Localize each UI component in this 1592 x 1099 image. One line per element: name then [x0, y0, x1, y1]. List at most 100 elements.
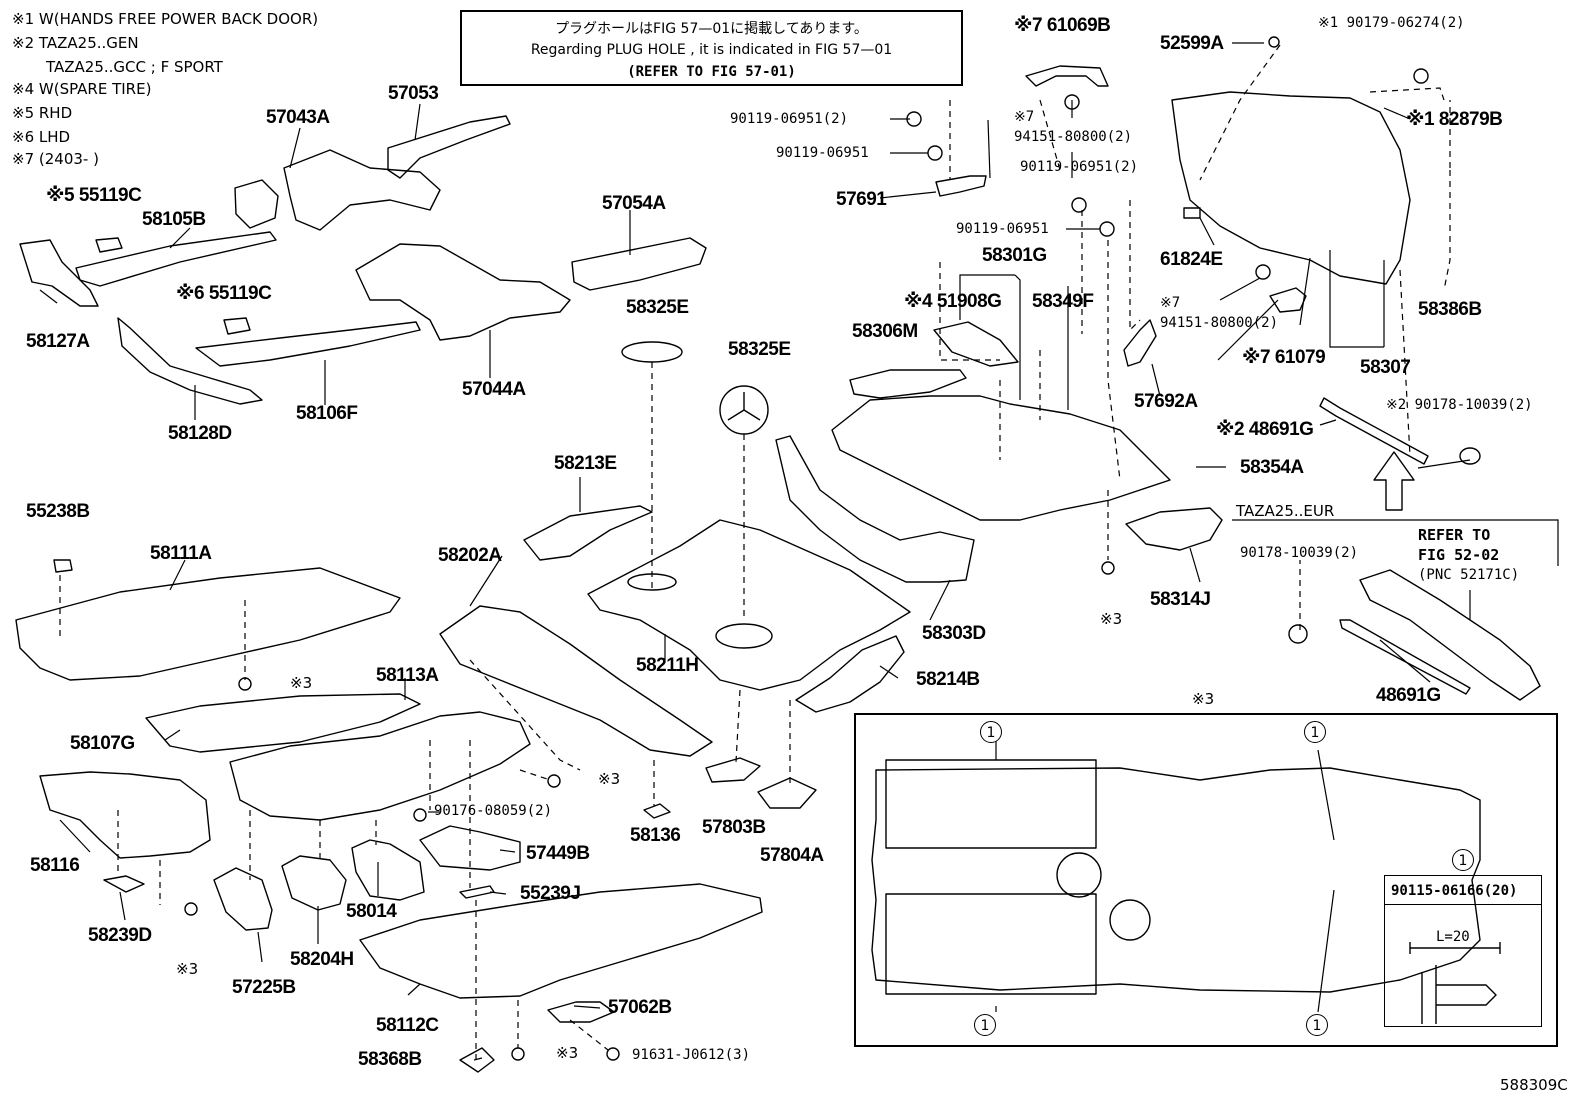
label-58368B[interactable]: 58368B [358, 1049, 422, 1070]
plug-hole-reference-box: プラグホールはFIG 57—01に掲載してあります。 Regarding PLU… [460, 10, 963, 86]
label-48691G-b[interactable]: 48691G [1376, 685, 1441, 706]
label-58325E-b[interactable]: 58325E [728, 339, 791, 360]
label-57225B[interactable]: 57225B [232, 977, 296, 998]
part-57043A-shape [283, 149, 441, 231]
label-58301G[interactable]: 58301G [982, 245, 1047, 266]
label-90176[interactable]: 90176-08059(2) [434, 803, 553, 819]
label-58211H[interactable]: 58211H [636, 655, 699, 676]
label-57062B[interactable]: 57062B [608, 997, 672, 1018]
label-90119-d[interactable]: 90119-06951 [956, 221, 1049, 237]
screws [184, 36, 1429, 1061]
label-90119-b[interactable]: 90119-06951 [776, 145, 869, 161]
label-82879B[interactable]: ※1 82879B [1406, 109, 1503, 130]
label-55119C-lhd[interactable]: ※6 55119C [176, 283, 272, 304]
part-58105B-shape [75, 231, 277, 287]
label-58349F[interactable]: 58349F [1032, 291, 1094, 312]
label-58325E-a[interactable]: 58325E [626, 297, 689, 318]
label-58106F[interactable]: 58106F [296, 403, 358, 424]
mark-3-e: ※3 [556, 1044, 579, 1062]
label-clip-part[interactable]: 90115-06166(20) [1391, 883, 1518, 899]
label-90179[interactable]: ※1 90179-06274(2) [1318, 15, 1465, 31]
part-58213E-shape [523, 505, 653, 561]
part-57053-shape [387, 115, 511, 179]
label-58127A[interactable]: 58127A [26, 331, 90, 352]
note-2b: TAZA25..GCC ; F SPORT [46, 58, 223, 76]
label-90178-a[interactable]: ※2 90178-10039(2) [1386, 397, 1533, 413]
leader-solid-lines [39, 42, 1471, 1061]
label-61079[interactable]: ※7 61079 [1242, 347, 1326, 368]
inset-screw-location-box [854, 713, 1558, 1047]
label-55238B[interactable]: 55238B [26, 501, 90, 522]
label-58239D[interactable]: 58239D [88, 925, 152, 946]
label-90119-a[interactable]: 90119-06951(2) [730, 111, 849, 127]
note-1: ※1 W(HANDS FREE POWER BACK DOOR) [12, 10, 319, 28]
label-90119-c[interactable]: 90119-06951(2) [1020, 159, 1139, 175]
label-58314J[interactable]: 58314J [1150, 589, 1211, 610]
part-58116-shape [39, 771, 211, 859]
label-57691[interactable]: 57691 [836, 189, 887, 210]
part-58307-shape [1171, 91, 1411, 285]
label-refer-fig[interactable]: FIG 52-02 [1418, 546, 1500, 564]
label-58112C[interactable]: 58112C [376, 1015, 439, 1036]
label-57053[interactable]: 57053 [388, 83, 439, 104]
label-58306M[interactable]: 58306M [852, 321, 918, 342]
label-58202A[interactable]: 58202A [438, 545, 502, 566]
label-57043A[interactable]: 57043A [266, 107, 330, 128]
part-58112C-shape [359, 883, 763, 999]
callout-1-bottom-right: 1 [1306, 1014, 1328, 1036]
label-52599A[interactable]: 52599A [1160, 33, 1224, 54]
label-58213E[interactable]: 58213E [554, 453, 617, 474]
label-57804A[interactable]: 57804A [760, 845, 824, 866]
inset-floor-outline [871, 767, 1481, 993]
label-94151-b[interactable]: 94151-80800(2) [1160, 315, 1279, 331]
label-58386B[interactable]: 58386B [1418, 299, 1482, 320]
part-57054A-shape [571, 237, 707, 291]
part-58301G-shape [831, 395, 1171, 521]
diagram-id: 588309C [1500, 1076, 1568, 1094]
clip-detail-box: 90115-06166(20) [1384, 875, 1542, 1027]
label-57803B[interactable]: 57803B [702, 817, 766, 838]
label-58111A[interactable]: 58111A [150, 543, 212, 564]
part-58106F-shape [195, 321, 421, 367]
label-90178-b[interactable]: 90178-10039(2) [1240, 545, 1359, 561]
label-58214B[interactable]: 58214B [916, 669, 980, 690]
part-57044A-shape [355, 243, 571, 341]
label-61824E[interactable]: 61824E [1160, 249, 1223, 270]
label-57692A[interactable]: 57692A [1134, 391, 1198, 412]
leader-dashed-lines [59, 44, 1451, 1060]
label-58204H[interactable]: 58204H [290, 949, 354, 970]
ref-line-jp: プラグホールはFIG 57—01に掲載してあります。 [555, 21, 868, 37]
label-58105B[interactable]: 58105B [142, 209, 206, 230]
label-58136[interactable]: 58136 [630, 825, 681, 846]
mark-3-a: ※3 [1100, 610, 1123, 628]
label-57054A[interactable]: 57054A [602, 193, 666, 214]
label-91631[interactable]: 91631-J0612(3) [632, 1047, 751, 1063]
part-58107G-shape [145, 693, 421, 753]
label-58128D[interactable]: 58128D [168, 423, 232, 444]
label-48691G-a[interactable]: ※2 48691G [1216, 419, 1314, 440]
inset-mark: ※3 [1192, 690, 1215, 708]
ref-line-en: Regarding PLUG HOLE , it is indicated in… [530, 42, 893, 58]
label-55239J[interactable]: 55239J [520, 883, 581, 904]
note-6: ※6 LHD [12, 128, 71, 146]
part-58314J-shape [1125, 507, 1223, 551]
label-58014[interactable]: 58014 [346, 901, 397, 922]
label-61069B[interactable]: ※7 61069B [1014, 15, 1111, 36]
label-58116[interactable]: 58116 [30, 855, 80, 876]
label-51908G[interactable]: ※4 51908G [904, 291, 1002, 312]
taza-bracket-line [1232, 519, 1559, 566]
part-58303D-shape [775, 435, 975, 583]
label-58303D[interactable]: 58303D [922, 623, 986, 644]
label-57449B[interactable]: 57449B [526, 843, 590, 864]
label-refer-to: REFER TO [1418, 526, 1491, 544]
label-57044A[interactable]: 57044A [462, 379, 526, 400]
label-clip-length: L=20 [1436, 929, 1470, 945]
label-58307[interactable]: 58307 [1360, 357, 1411, 378]
label-58107G[interactable]: 58107G [70, 733, 135, 754]
ref-line-refer: (REFER TO FIG 57-01) [627, 64, 796, 80]
label-58354A[interactable]: 58354A [1240, 457, 1304, 478]
label-58113A[interactable]: 58113A [376, 665, 439, 686]
label-94151-a[interactable]: 94151-80800(2) [1014, 129, 1133, 145]
label-55119C-rhd[interactable]: ※5 55119C [46, 185, 142, 206]
